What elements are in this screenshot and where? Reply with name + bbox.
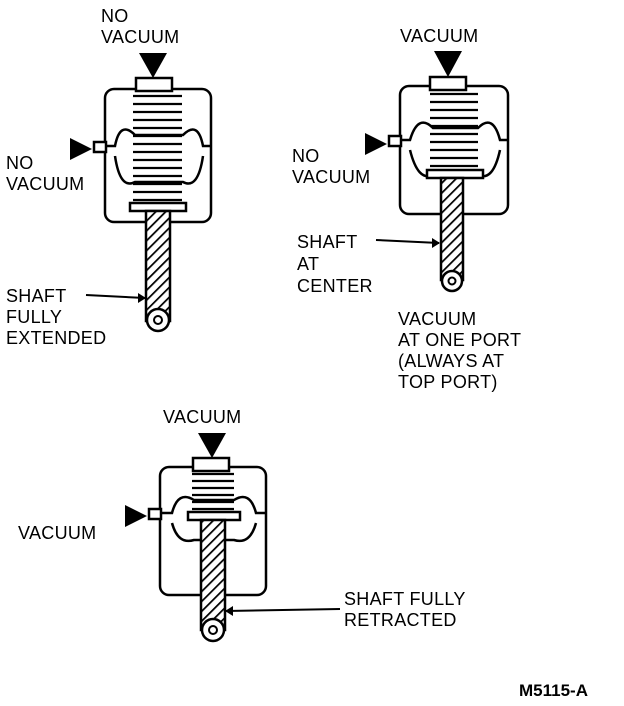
side-port: [92, 140, 108, 154]
motor-fully-retracted: [125, 433, 341, 643]
m2-note-line4: TOP PORT): [398, 372, 498, 392]
spring: [430, 92, 478, 168]
top-port-arrow: [198, 433, 226, 458]
m2-side-port-label-line1: NO: [292, 146, 320, 166]
side-port: [387, 134, 403, 148]
m2-shaft-label-line3: CENTER: [297, 276, 373, 296]
m2-side-port-label-line2: VACUUM: [292, 167, 371, 187]
m1-shaft-label-line1: SHAFT: [6, 286, 67, 306]
m1-top-port-label-line2: VACUUM: [101, 27, 180, 47]
m1-shaft-label-line2: FULLY: [6, 307, 63, 327]
shaft: [199, 518, 227, 632]
side-port-arrow: [125, 505, 147, 527]
top-port-arrow: [139, 53, 167, 78]
m3-shaft-label-line2: RETRACTED: [344, 610, 457, 630]
m2-note-line2: AT ONE PORT: [398, 330, 522, 350]
shaft-leader: [225, 608, 341, 612]
top-port: [428, 75, 468, 92]
m3-top-port-label: VACUUM: [163, 407, 242, 427]
shaft: [439, 176, 465, 282]
m1-side-port-label-line1: NO: [6, 153, 34, 173]
m3-shaft-label-line1: SHAFT FULLY: [344, 589, 466, 609]
side-port: [147, 507, 163, 521]
top-port: [134, 76, 174, 93]
shaft-leader: [85, 294, 146, 299]
m3-side-port-label: VACUUM: [18, 523, 97, 543]
shaft-leader: [375, 239, 440, 244]
motor-center: [365, 51, 510, 293]
spring: [133, 94, 182, 202]
top-port-arrow: [434, 51, 462, 77]
side-port-arrow: [365, 133, 387, 155]
figure-code: M5115-A: [519, 681, 588, 700]
motor-fully-extended: [70, 53, 213, 333]
m2-note-line3: (ALWAYS AT: [398, 351, 505, 371]
side-port-arrow: [70, 138, 92, 160]
shaft: [144, 209, 172, 323]
m2-shaft-label-line1: SHAFT: [297, 232, 358, 252]
m1-top-port-label-line1: NO: [101, 6, 129, 26]
spring: [192, 472, 234, 511]
m2-note-line1: VACUUM: [398, 309, 477, 329]
m1-side-port-label-line2: VACUUM: [6, 174, 85, 194]
top-port: [191, 456, 231, 473]
m1-shaft-label-line3: EXTENDED: [6, 328, 107, 348]
m2-top-port-label: VACUUM: [400, 26, 479, 46]
m2-shaft-label-line2: AT: [297, 254, 320, 274]
